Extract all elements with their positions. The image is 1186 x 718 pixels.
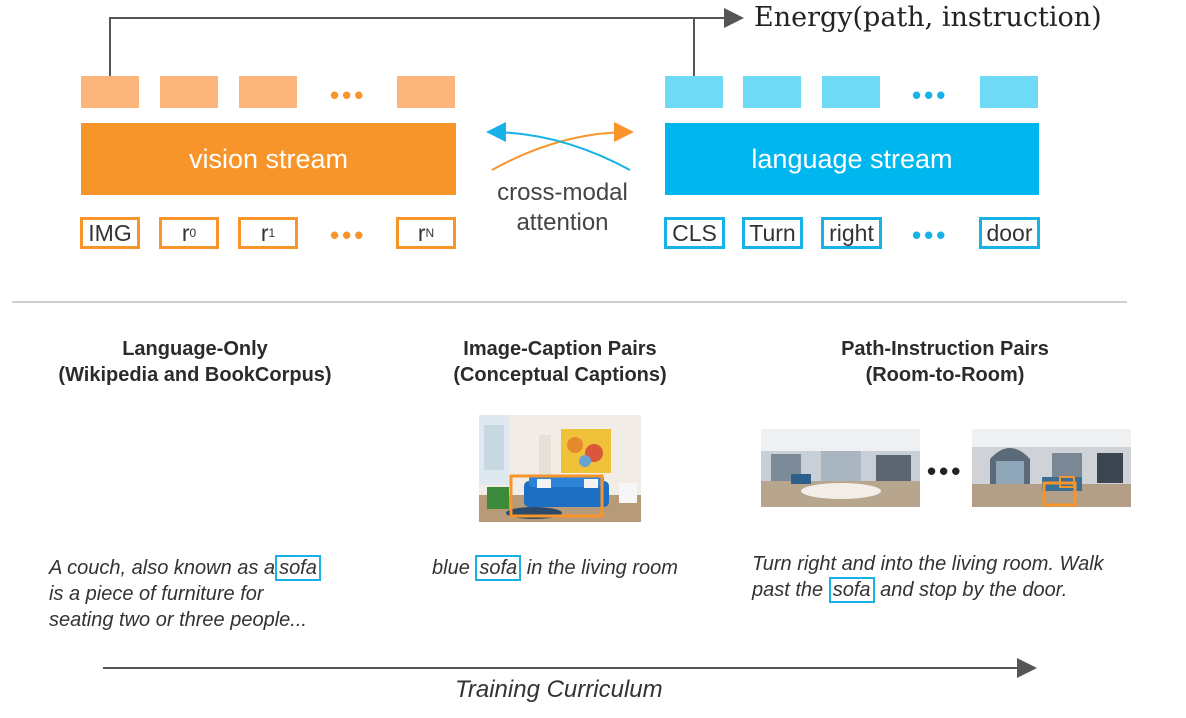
language-input-ellipsis: ••• <box>912 220 949 250</box>
language-token-right: right <box>821 217 882 249</box>
vision-input-ellipsis: ••• <box>330 220 367 250</box>
panorama-start-art <box>761 429 920 507</box>
language-token-turn: Turn <box>742 217 803 249</box>
training-curriculum-label: Training Curriculum <box>455 676 663 703</box>
stage1-text-line3: seating two or three people... <box>49 609 307 631</box>
stage1-text-line2: is a piece of furniture for <box>49 583 264 605</box>
vision-output-token <box>239 76 297 108</box>
stage-title-image-caption: Image-Caption Pairs (Conceptual Captions… <box>405 336 715 388</box>
stage3-text: Turn right and into the living room. Wal… <box>752 551 1172 603</box>
panorama-image-start <box>761 429 920 507</box>
panorama-image-end <box>972 429 1131 507</box>
stage2-text: blue sofa in the living room <box>432 555 752 581</box>
stage1-sofa-highlight: sofa <box>275 555 321 581</box>
cross-modal-line1: cross-modal <box>497 179 628 206</box>
stage2-text-after: in the living room <box>526 557 678 579</box>
vision-token-r0-base: r <box>181 219 190 246</box>
section-divider <box>12 301 1127 303</box>
stage2-title-line2: (Conceptual Captions) <box>453 364 667 386</box>
stage1-title-line1: Language-Only <box>122 338 268 360</box>
stage2-sofa-highlight: sofa <box>475 555 522 581</box>
language-stream: language stream <box>665 123 1039 195</box>
stage1-title-line2: (Wikipedia and BookCorpus) <box>58 364 332 386</box>
panorama-ellipsis: ••• <box>927 456 964 486</box>
stage-title-language-only: Language-Only (Wikipedia and BookCorpus) <box>40 336 350 388</box>
language-output-token <box>665 76 723 108</box>
vision-output-token <box>81 76 139 108</box>
language-output-token <box>980 76 1038 108</box>
energy-line <box>109 8 744 76</box>
stage3-text-line2: past the sofa and stop by the door. <box>752 577 1172 603</box>
vision-token-rN-base: r <box>417 219 426 246</box>
vision-output-token <box>397 76 455 108</box>
stage3-text-before: past the <box>752 579 824 601</box>
energy-connector <box>109 8 744 171</box>
cross-arrow-to-vision <box>486 122 631 171</box>
language-output-token <box>743 76 801 108</box>
vision-token-img: IMG <box>80 217 140 249</box>
curriculum-arrow <box>103 658 1037 678</box>
language-token-cls: CLS <box>664 217 725 249</box>
panorama-end-art <box>972 429 1131 507</box>
living-room-photo-art <box>479 415 641 522</box>
vision-token-r0-sup: 0 <box>189 226 197 240</box>
language-token-door: door <box>979 217 1040 249</box>
living-room-photo <box>479 415 641 522</box>
stage3-text-line1: Turn right and into the living room. Wal… <box>752 553 1104 575</box>
vision-token-r1-sup: 1 <box>268 226 276 240</box>
cross-modal-attention-label: cross-modal attention <box>470 178 655 238</box>
stage1-text-before: A couch, also known as a <box>49 557 276 579</box>
cross-arrow-to-language <box>491 122 634 171</box>
stage2-text-before: blue <box>432 557 470 579</box>
language-output-token <box>822 76 880 108</box>
stage3-title-line1: Path-Instruction Pairs <box>841 338 1049 360</box>
vision-output-token <box>160 76 218 108</box>
cross-modal-line2: attention <box>516 209 609 236</box>
language-output-ellipsis: ••• <box>912 80 949 110</box>
vision-token-rN-sup: N <box>425 226 435 240</box>
stage3-text-after: and stop by the door. <box>880 579 1068 601</box>
stage2-title-line1: Image-Caption Pairs <box>463 338 657 360</box>
vision-stream: vision stream <box>81 123 456 195</box>
stage-title-path-instruction: Path-Instruction Pairs (Room-to-Room) <box>790 336 1100 388</box>
stage3-title-line2: (Room-to-Room) <box>865 364 1025 386</box>
stage3-sofa-highlight: sofa <box>828 577 875 603</box>
vision-token-r1-base: r <box>260 219 269 246</box>
energy-label: Energy(path, instruction) <box>754 2 1102 33</box>
vision-output-ellipsis: ••• <box>330 80 367 110</box>
